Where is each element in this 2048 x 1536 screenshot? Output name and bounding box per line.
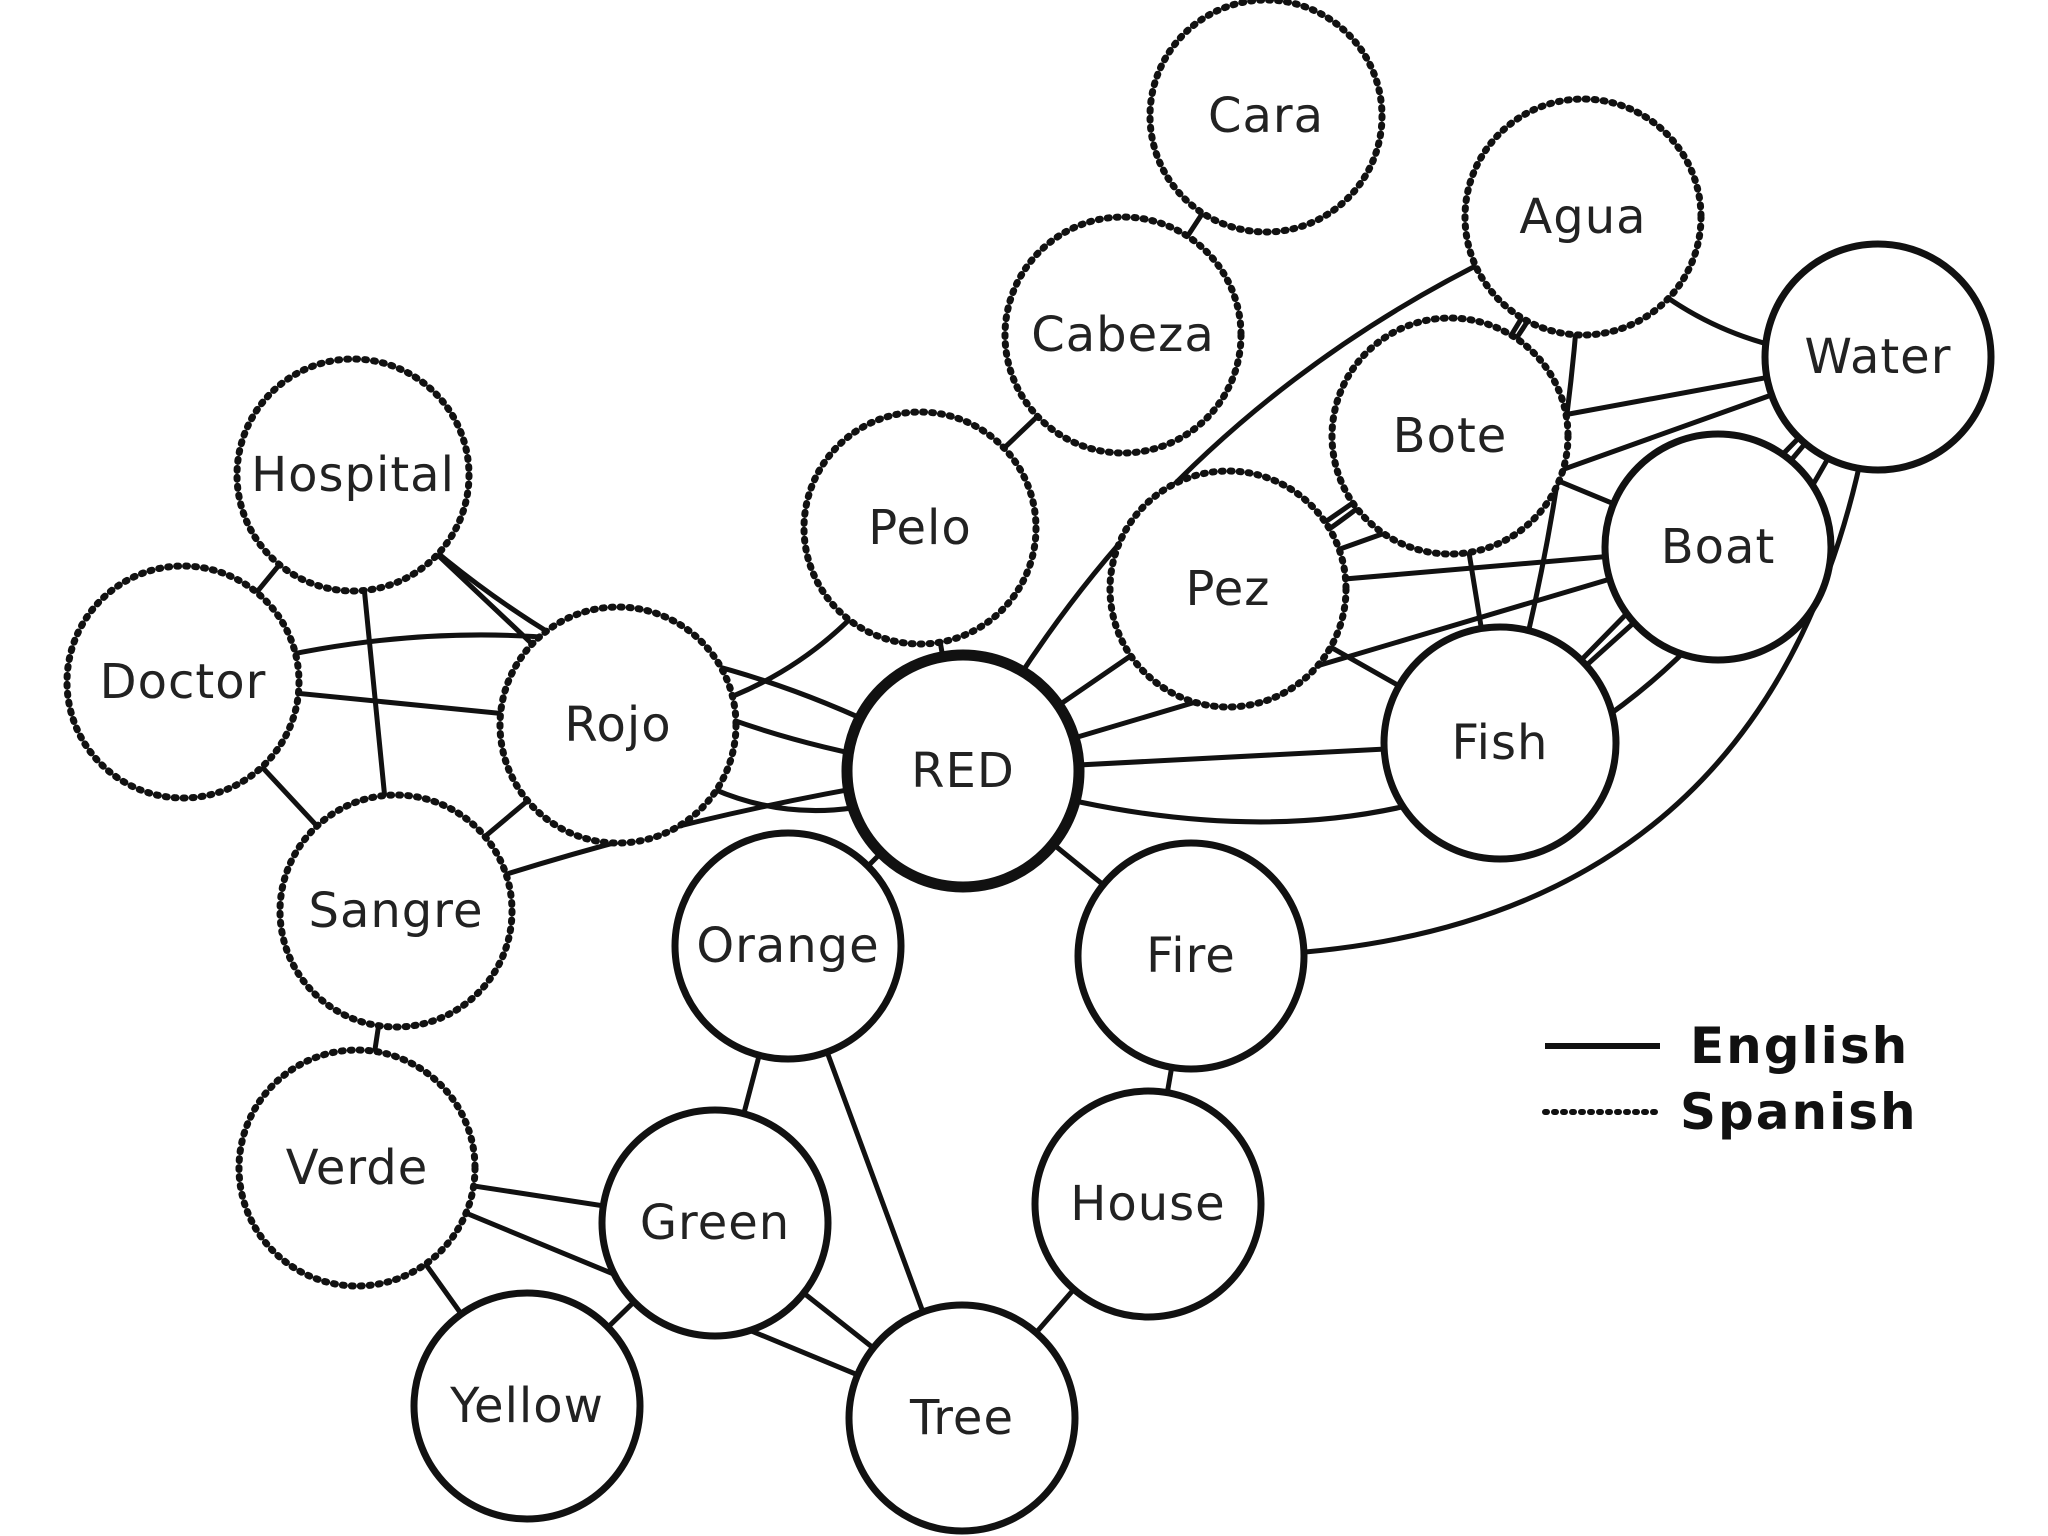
node-pelo: Pelo (800, 408, 1040, 648)
node-green-label: Green (640, 1195, 790, 1251)
node-doctor-circle (63, 562, 303, 802)
node-fire: Fire (1074, 839, 1308, 1073)
node-yellow-circle (410, 1289, 644, 1523)
node-boat-circle (1601, 430, 1835, 664)
node-fish-circle (1380, 623, 1620, 863)
legend-spanish-label: Spanish (1680, 1083, 1918, 1141)
node-rojo: Rojo (496, 603, 740, 847)
node-cabeza: Cabeza (1001, 213, 1245, 457)
node-house: House (1031, 1087, 1265, 1321)
node-cara-circle (1146, 0, 1386, 236)
node-water: Water (1761, 240, 1995, 474)
node-red-label: RED (911, 743, 1015, 799)
node-hospital-label: Hospital (251, 447, 455, 503)
legend: English Spanish (1542, 1017, 1918, 1141)
node-cabeza-label: Cabeza (1031, 307, 1215, 363)
node-doctor-label: Doctor (100, 654, 267, 710)
node-cara-label: Cara (1208, 88, 1324, 144)
node-green: Green (598, 1106, 832, 1340)
node-agua-label: Agua (1519, 189, 1646, 245)
node-bote-circle (1328, 314, 1572, 558)
node-green-circle (598, 1106, 832, 1340)
node-sangre: Sangre (276, 791, 516, 1031)
node-sangre-label: Sangre (309, 883, 484, 939)
node-red: RED (841, 649, 1085, 893)
node-rojo-label: Rojo (564, 697, 671, 753)
node-pez-label: Pez (1186, 561, 1271, 617)
node-rojo-circle (496, 603, 740, 847)
node-water-circle (1761, 240, 1995, 474)
edge-red-boat (960, 544, 1721, 774)
node-cabeza-circle (1001, 213, 1245, 457)
node-boat: Boat (1601, 430, 1835, 664)
node-hospital-circle (233, 355, 473, 595)
node-yellow-label: Yellow (449, 1378, 604, 1434)
node-pelo-label: Pelo (868, 500, 971, 556)
node-hospital: Hospital (233, 355, 473, 595)
node-bote-label: Bote (1393, 408, 1508, 464)
node-orange-label: Orange (696, 918, 879, 974)
node-yellow: Yellow (410, 1289, 644, 1523)
node-cara: Cara (1146, 0, 1386, 236)
node-pez: Pez (1106, 467, 1350, 711)
node-tree-label: Tree (909, 1390, 1014, 1446)
node-agua: Agua (1461, 95, 1705, 339)
node-boat-label: Boat (1661, 519, 1776, 575)
node-orange: Orange (671, 829, 905, 1063)
node-sangre-circle (276, 791, 516, 1031)
node-fish-label: Fish (1452, 715, 1549, 771)
node-verde-label: Verde (286, 1140, 429, 1196)
node-fire-label: Fire (1146, 928, 1236, 984)
node-verde-circle (235, 1046, 479, 1290)
node-house-label: House (1070, 1176, 1225, 1232)
node-doctor: Doctor (63, 562, 303, 802)
node-pez-circle (1106, 467, 1350, 711)
node-house-circle (1031, 1087, 1265, 1321)
node-fish: Fish (1380, 623, 1620, 863)
node-verde: Verde (235, 1046, 479, 1290)
node-orange-circle (671, 829, 905, 1063)
node-tree: Tree (845, 1301, 1079, 1535)
node-water-label: Water (1805, 329, 1952, 385)
edge-fire-water (1188, 354, 1881, 959)
node-fire-circle (1074, 839, 1308, 1073)
node-bote: Bote (1328, 314, 1572, 558)
node-agua-circle (1461, 95, 1705, 339)
edge-red-agua (960, 214, 1586, 774)
node-tree-circle (845, 1301, 1079, 1535)
node-pelo-circle (800, 408, 1040, 648)
legend-english-label: English (1690, 1017, 1909, 1075)
node-red-circle (841, 649, 1085, 893)
